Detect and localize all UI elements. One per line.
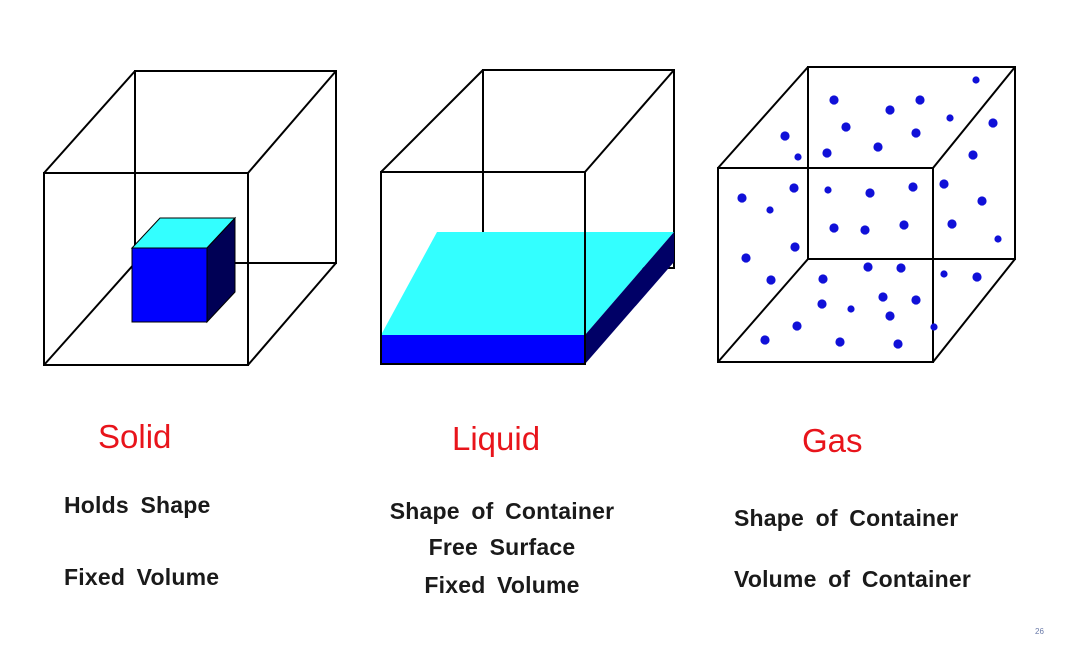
solid-title: Solid: [98, 418, 172, 455]
gas-particle: [940, 270, 948, 278]
gas-particle: [766, 206, 774, 214]
gas-particle: [860, 225, 870, 235]
gas-particle: [885, 105, 895, 115]
gas-particle: [841, 122, 851, 132]
gas-particle: [792, 321, 802, 331]
gas-particle: [994, 235, 1002, 243]
gas-particle: [988, 118, 998, 128]
liquid-properties: Shape of Container Free Surface Fixed Vo…: [362, 493, 642, 603]
gas-particle: [946, 114, 954, 122]
gas-particle: [915, 95, 925, 105]
gas-particle: [893, 339, 903, 349]
gas-particle: [896, 263, 906, 273]
gas-particle: [780, 131, 790, 141]
gas-particle: [790, 242, 800, 252]
liquid-property-shape: Shape of Container: [389, 498, 615, 524]
states-of-matter-diagram: [43, 66, 1016, 366]
gas-particle: [741, 253, 751, 263]
gas-particle: [794, 153, 802, 161]
gas-particle: [766, 275, 776, 285]
solid-block-front: [131, 247, 208, 323]
gas-particles: [737, 76, 1002, 349]
gas-particle: [885, 311, 895, 321]
gas-property-shape: Shape of Container: [734, 505, 959, 531]
gas-property-volume: Volume of Container: [734, 566, 971, 592]
gas-particle: [829, 223, 839, 233]
gas-particle: [789, 183, 799, 193]
liquid-container-front: [380, 171, 586, 365]
gas-particle: [863, 262, 873, 272]
gas-particle: [865, 188, 875, 198]
gas-particle: [829, 95, 839, 105]
solid-property-volume: Fixed Volume: [64, 564, 220, 590]
gas-container: [717, 66, 1016, 363]
gas-title: Gas: [802, 422, 863, 459]
gas-particle: [930, 323, 938, 331]
solid-block: [130, 216, 237, 324]
gas-particle: [835, 337, 845, 347]
liquid-front: [381, 335, 585, 364]
gas-particle: [822, 148, 832, 158]
gas-particle: [911, 295, 921, 305]
liquid-title: Liquid: [452, 420, 541, 457]
gas-particle: [939, 179, 949, 189]
gas-particle: [911, 128, 921, 138]
gas-particle: [873, 142, 883, 152]
gas-particle: [760, 335, 770, 345]
page-number: 26: [1035, 627, 1044, 636]
gas-particle: [908, 182, 918, 192]
gas-particle: [977, 196, 987, 206]
gas-particle: [947, 219, 957, 229]
gas-particle: [968, 150, 978, 160]
liquid-property-volume: Fixed Volume: [424, 572, 580, 598]
liquid-property-surface: Free Surface: [428, 534, 576, 560]
gas-particle: [817, 299, 827, 309]
liquid-side: [585, 232, 674, 364]
liquid-body: [381, 232, 674, 364]
gas-particle: [847, 305, 855, 313]
gas-particle: [818, 274, 828, 284]
solid-property-shape: Holds Shape: [64, 492, 211, 518]
gas-particle: [878, 292, 888, 302]
gas-particle: [899, 220, 909, 230]
gas-particle: [737, 193, 747, 203]
liquid-surface: [381, 232, 674, 335]
gas-particle: [972, 76, 980, 84]
gas-particle: [972, 272, 982, 282]
gas-particle: [824, 186, 832, 194]
